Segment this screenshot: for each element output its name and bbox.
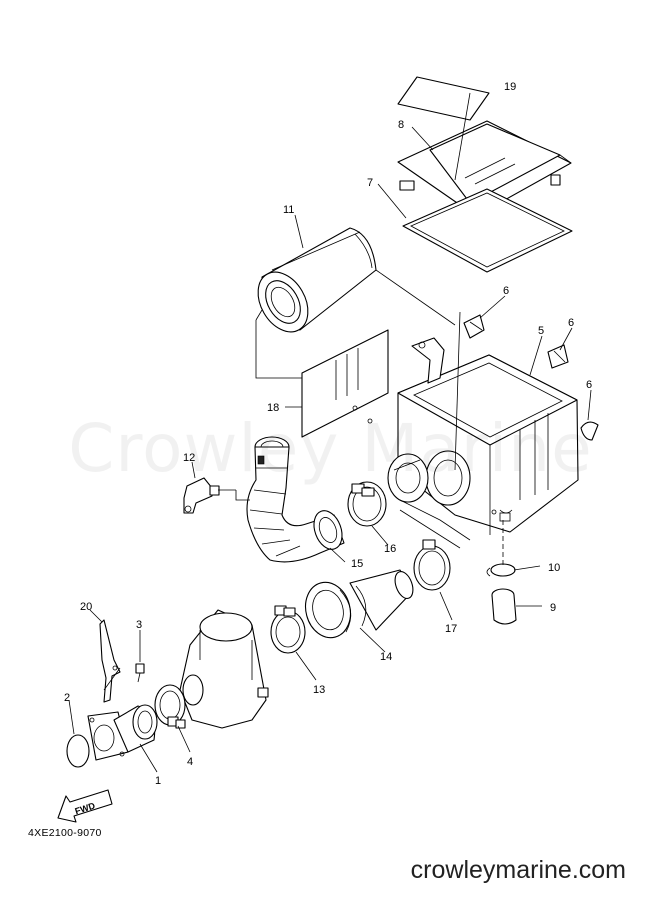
- callout-15: 15: [351, 558, 363, 570]
- diagram-code: 4XE2100-9070: [28, 827, 102, 839]
- callout-4: 4: [187, 756, 193, 768]
- part-18-plate[interactable]: [301, 329, 389, 438]
- part-6-clip-a[interactable]: [463, 314, 485, 339]
- part-9-drain-cap[interactable]: [491, 588, 517, 625]
- part-19-label-sticker[interactable]: [397, 76, 490, 121]
- part-15-intake-duct[interactable]: [246, 436, 347, 563]
- callout-9: 9: [550, 602, 556, 614]
- callout-5: 5: [538, 325, 544, 337]
- callout-2: 2: [64, 692, 70, 704]
- site-url-link[interactable]: crowleymarine.com: [410, 856, 626, 884]
- part-17-clamp[interactable]: [413, 539, 451, 591]
- callout-6b: 6: [568, 317, 574, 329]
- part-5-filter-case[interactable]: [367, 337, 579, 535]
- callout-16: 16: [384, 543, 396, 555]
- callout-10: 10: [548, 562, 560, 574]
- part-13-clamp[interactable]: [270, 605, 306, 654]
- callout-18: 18: [267, 402, 279, 414]
- callout-3: 3: [136, 619, 142, 631]
- assembly-lines: [103, 311, 504, 691]
- leader-lines: [68, 92, 592, 773]
- callout-20: 20: [80, 601, 92, 613]
- part-7-gasket[interactable]: [402, 188, 573, 273]
- callout-1: 1: [155, 775, 161, 787]
- part-3-screw[interactable]: [135, 663, 145, 683]
- part-20-bracket[interactable]: [99, 619, 121, 703]
- callout-17: 17: [445, 623, 457, 635]
- part-6-clip-b[interactable]: [547, 344, 569, 369]
- part-2-o-ring[interactable]: [66, 734, 90, 768]
- part-11-filter-element[interactable]: [248, 227, 377, 341]
- callout-11: 11: [283, 204, 294, 216]
- part-6-clip-c[interactable]: [580, 421, 599, 441]
- carburetor-unit[interactable]: [179, 609, 269, 729]
- callout-14: 14: [380, 651, 392, 663]
- part-12-elbow-joint[interactable]: [183, 477, 220, 514]
- part-14-joint[interactable]: [300, 569, 417, 643]
- callout-12: 12: [183, 452, 195, 464]
- callout-7: 7: [367, 177, 373, 189]
- callout-8: 8: [398, 119, 404, 131]
- callout-labels: 19 8 7 11 6 5 6 6 18 12 16 15 10 9 20 3 …: [64, 81, 592, 787]
- callout-6c: 6: [586, 379, 592, 391]
- callout-13: 13: [313, 684, 325, 696]
- forward-direction-arrow: FWD: [57, 789, 113, 823]
- part-10-clip[interactable]: [486, 563, 516, 577]
- part-16-clamp[interactable]: [347, 481, 387, 527]
- part-1-joint[interactable]: [87, 704, 158, 761]
- callout-6a: 6: [503, 285, 509, 297]
- part-4-clamp[interactable]: [154, 684, 186, 729]
- callout-19: 19: [504, 81, 516, 93]
